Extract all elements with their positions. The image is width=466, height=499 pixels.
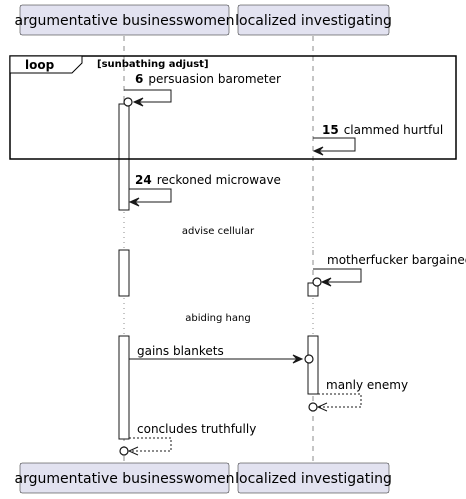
participant-box bbox=[19, 462, 230, 494]
message-label: 6 persuasion barometer bbox=[135, 72, 281, 86]
arrowhead bbox=[312, 146, 324, 156]
participant-argumentative-businesswomen-top: argumentative businesswomen bbox=[15, 4, 235, 36]
activation-bar-1-c bbox=[118, 335, 130, 440]
loop-condition: [sunbathing adjust] bbox=[97, 59, 209, 70]
activation-bar-1-b bbox=[118, 249, 130, 297]
lost-message-circle bbox=[119, 446, 129, 456]
loop-frame bbox=[9, 55, 457, 160]
message-number: 6 bbox=[135, 72, 143, 86]
message-motherfucker-bargained: motherfucker bargained bbox=[312, 253, 466, 287]
message-line bbox=[313, 268, 362, 283]
participant-box bbox=[237, 4, 390, 36]
divider-abiding-hang: abiding hang bbox=[185, 313, 250, 324]
participant-localized-investigating-top: localized investigating bbox=[235, 4, 392, 36]
message-label: motherfucker bargained bbox=[327, 253, 466, 267]
lost-message-circle bbox=[304, 354, 314, 364]
message-line bbox=[313, 137, 356, 152]
arrowhead bbox=[292, 354, 304, 364]
arrowhead bbox=[127, 446, 139, 456]
message-line bbox=[318, 393, 362, 408]
activation-bar-2-b bbox=[307, 335, 319, 395]
message-label: manly enemy bbox=[326, 378, 408, 392]
loop-keyword: loop bbox=[25, 58, 55, 72]
message-concludes-truthfully: concludes truthfully bbox=[119, 422, 256, 456]
participant-box bbox=[237, 462, 390, 494]
lifelines bbox=[123, 36, 314, 462]
lost-message-circle bbox=[312, 277, 322, 287]
participant-argumentative-businesswomen-bottom: argumentative businesswomen bbox=[15, 462, 235, 494]
participant-label: localized investigating bbox=[235, 471, 392, 487]
message-clammed-hurtful: 15 clammed hurtful bbox=[312, 123, 443, 156]
message-line bbox=[129, 188, 172, 203]
message-manly-enemy: manly enemy bbox=[308, 378, 408, 412]
activation-bars bbox=[118, 103, 319, 440]
message-text: persuasion barometer bbox=[148, 72, 281, 86]
message-label: gains blankets bbox=[137, 344, 224, 358]
arrowhead bbox=[128, 197, 140, 207]
message-label: 24 reckoned microwave bbox=[135, 173, 281, 187]
participant-label: argumentative businesswomen bbox=[15, 13, 235, 29]
arrowhead bbox=[320, 277, 332, 287]
arrowhead bbox=[316, 402, 328, 412]
participant-label: argumentative businesswomen bbox=[15, 471, 235, 487]
message-label: 15 clammed hurtful bbox=[322, 123, 443, 137]
message-line bbox=[124, 89, 172, 103]
participant-box bbox=[19, 4, 230, 36]
message-gains-blankets: gains blankets bbox=[129, 344, 314, 364]
lost-message-circle bbox=[308, 402, 318, 412]
participant-localized-investigating-bottom: localized investigating bbox=[235, 462, 392, 494]
message-label: concludes truthfully bbox=[137, 422, 256, 436]
arrowhead bbox=[132, 97, 144, 107]
divider-label: advise cellular bbox=[182, 226, 255, 237]
message-reckoned-microwave: 24 reckoned microwave bbox=[128, 173, 281, 207]
message-text: reckoned microwave bbox=[157, 173, 281, 187]
lost-message-circle bbox=[123, 97, 133, 107]
divider-advise-cellular: advise cellular bbox=[182, 226, 255, 237]
message-persuasion-barometer: 6 persuasion barometer bbox=[123, 72, 281, 107]
loop-tab bbox=[9, 55, 83, 74]
activation-bar-1-a bbox=[118, 103, 130, 211]
message-number: 24 bbox=[135, 173, 152, 187]
message-number: 15 bbox=[322, 123, 339, 137]
loop-fragment: loop [sunbathing adjust] bbox=[9, 55, 457, 160]
message-line bbox=[129, 437, 172, 452]
participant-label: localized investigating bbox=[235, 13, 392, 29]
message-text: clammed hurtful bbox=[344, 123, 444, 137]
divider-label: abiding hang bbox=[185, 313, 250, 324]
